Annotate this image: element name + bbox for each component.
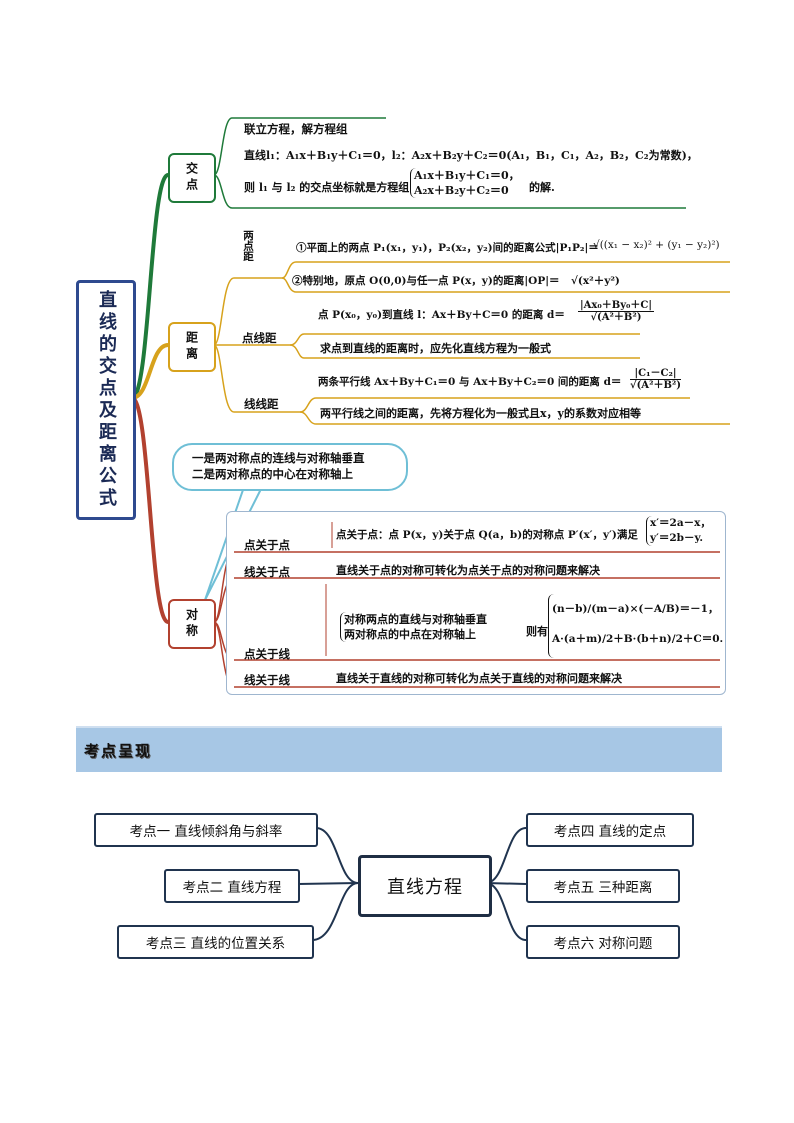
line-line-denominator: √(A²＋B²): [630, 380, 682, 391]
distance-node: 距离: [168, 322, 216, 372]
pl-eq-2: A·(a＋m)/2＋B·(b＋n)/2＋C＝0.: [552, 633, 724, 645]
point-point-label: 点关于点: [244, 538, 290, 552]
point-line-denominator: √(A²＋B²): [590, 312, 642, 323]
line-point-text: 直线关于点的对称可转化为点关于点的对称问题来解决: [336, 564, 600, 577]
line-line-numerator: |C₁－C₂|: [630, 368, 682, 380]
point-line-numerator: |Ax₀＋By₀＋C|: [578, 300, 654, 312]
line-line-label: 线线距: [244, 397, 279, 411]
intersection-line-1: 联立方程，解方程组: [244, 122, 348, 136]
topic-3: 考点三 直线的位置关系: [117, 925, 314, 959]
pp-eq-2: y′＝2b－y.: [650, 532, 704, 544]
two-point-formula-2: ②特别地，原点 O(0,0)与任一点 P(x，y)的距离|OP|＝: [292, 275, 560, 287]
outline-center: 直线方程: [358, 855, 492, 917]
point-line-formula: 点 P(x₀，y₀)到直线 l：Ax＋By＋C＝0 的距离 d＝: [318, 309, 565, 321]
system-eq-1: A₁x＋B₁y＋C₁＝0，: [414, 169, 520, 182]
line-line-sym-label: 线关于线: [244, 673, 290, 687]
topic-2: 考点二 直线方程: [164, 869, 300, 903]
root-node: 直线的交点及距离公式: [76, 280, 136, 520]
pl-cond-2: 两对称点的中点在对称轴上: [344, 628, 476, 641]
two-point-sqrt-1: √((x₁ − x₂)² + (y₁ − y₂)²): [593, 239, 720, 251]
intersection-line-3-suffix: 的解.: [529, 181, 555, 194]
point-line-sym-label: 点关于线: [244, 647, 290, 661]
line-point-label: 线关于点: [244, 565, 290, 579]
section-banner: 考点呈现: [76, 726, 722, 772]
two-point-sqrt-2: √(x²＋y²): [571, 275, 620, 287]
point-line-fraction: |Ax₀＋By₀＋C| √(A²＋B²): [578, 300, 654, 323]
system-eq-2: A₂x＋B₂y＋C₂＝0: [414, 184, 509, 197]
bubble-line-2: 二是两对称点的中心在对称轴上: [192, 467, 353, 481]
topic-4: 考点四 直线的定点: [526, 813, 694, 847]
topic-5: 考点五 三种距离: [526, 869, 680, 903]
topic-6: 考点六 对称问题: [526, 925, 680, 959]
two-point-formula-1: ①平面上的两点 P₁(x₁，y₁)，P₂(x₂，y₂)间的距离公式|P₁P₂|＝: [296, 242, 599, 254]
point-point-system: x′＝2a－x， y′＝2b－y.: [646, 516, 711, 546]
point-line-label: 点线距: [242, 331, 277, 345]
intersection-node: 交点: [168, 153, 216, 203]
line-line-fraction: |C₁－C₂| √(A²＋B²): [630, 368, 682, 391]
line-line-sym-text: 直线关于直线的对称可转化为点关于直线的对称问题来解决: [336, 672, 622, 685]
symmetry-panel: [226, 511, 726, 695]
line-line-formula: 两条平行线 Ax＋By＋C₁＝0 与 Ax＋By＋C₂＝0 间的距离 d＝: [318, 376, 622, 388]
intersection-line-2: 直线l₁：A₁x＋B₁y＋C₁＝0，l₂：A₂x＋B₂y＋C₂＝0(A₁，B₁，…: [244, 149, 698, 162]
pl-eq-1: (n－b)/(m－a)×(－A/B)＝－1，: [552, 603, 719, 615]
point-point-text: 点关于点：点 P(x，y)关于点 Q(a，b)的对称点 P′(x′，y′)满足: [336, 529, 638, 541]
point-line-equations: (n－b)/(m－a)×(－A/B)＝－1， A·(a＋m)/2＋B·(b＋n)…: [548, 594, 723, 658]
pp-eq-1: x′＝2a－x，: [650, 517, 711, 529]
line-line-note: 两平行线之间的距离，先将方程化为一般式且x，y的系数对应相等: [320, 407, 641, 420]
bubble-line-1: 一是两对称点的连线与对称轴垂直: [192, 451, 365, 465]
two-point-label: 两点距: [242, 230, 254, 262]
intersection-line-3: 则 l₁ 与 l₂ 的交点坐标就是方程组: [244, 181, 410, 194]
point-line-note: 求点到直线的距离时，应先化直线方程为一般式: [320, 342, 551, 355]
point-line-conditions: 对称两点的直线与对称轴垂直 两对称点的中点在对称轴上: [340, 612, 487, 642]
pl-cond-1: 对称两点的直线与对称轴垂直: [344, 613, 487, 626]
symmetry-node: 对称: [168, 599, 216, 649]
section-title: 考点呈现: [84, 742, 153, 760]
point-line-then: 则有: [526, 625, 548, 638]
intersection-system: A₁x＋B₁y＋C₁＝0， A₂x＋B₂y＋C₂＝0: [410, 168, 520, 198]
symmetry-note-bubble: 一是两对称点的连线与对称轴垂直 二是两对称点的中心在对称轴上: [172, 443, 408, 491]
topic-1: 考点一 直线倾斜角与斜率: [94, 813, 318, 847]
